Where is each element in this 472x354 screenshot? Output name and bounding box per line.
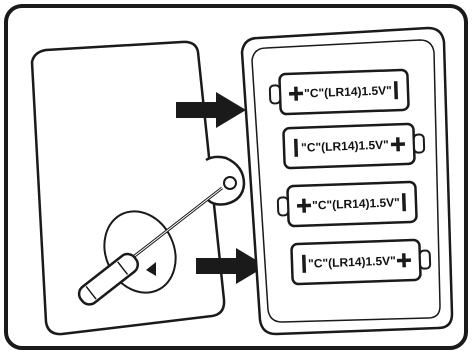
battery: "C"(LR14)1.5V": [290, 238, 432, 286]
arrow-right-icon: [176, 92, 246, 128]
minus-sign-icon: [393, 81, 399, 100]
screw-icon: [223, 176, 237, 190]
screwdriver-icon: [77, 186, 223, 306]
battery-label: "C"(LR14)1.5V": [301, 138, 389, 155]
battery-terminal: [268, 84, 282, 105]
insert-arrow-top: [176, 92, 246, 128]
battery-list: "C"(LR14)1.5V" "C"(LR14)1.5V" "C"(LR14)1.5…: [268, 68, 432, 286]
arrow-right-icon: [196, 248, 266, 284]
battery-terminal: [418, 249, 432, 270]
battery: "C"(LR14)1.5V": [282, 122, 426, 170]
plus-sign-icon: [396, 253, 412, 268]
minus-sign-icon: [401, 193, 407, 212]
battery-terminal: [276, 196, 290, 217]
plus-sign-icon: [390, 137, 406, 152]
insert-arrow-bottom: [196, 248, 266, 284]
battery: "C"(LR14)1.5V": [268, 68, 410, 116]
minus-sign-icon: [301, 254, 307, 273]
battery-label: "C"(LR14)1.5V": [312, 195, 400, 212]
minus-sign-icon: [293, 138, 299, 157]
battery-label: "C"(LR14)1.5V": [308, 254, 396, 271]
plus-sign-icon: [296, 198, 312, 213]
plus-sign-icon: [288, 86, 304, 101]
battery-terminal: [412, 133, 426, 154]
battery: "C"(LR14)1.5V": [276, 180, 418, 228]
battery-label: "C"(LR14)1.5V": [304, 83, 392, 100]
